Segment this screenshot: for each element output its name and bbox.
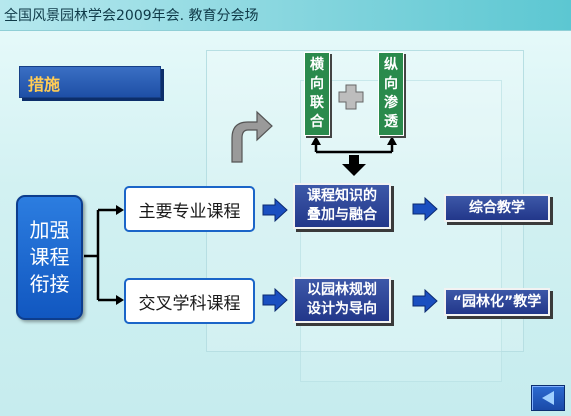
back-nav-button[interactable] [531,385,565,411]
main-bracket [84,208,122,302]
garden-teaching-label: “园林化”教学 [452,293,542,310]
knowledge-fusion-label: 课程知识的 叠加与融合 [307,188,377,223]
planning-oriented-box: 以园林规划 设计为导向 [293,277,391,323]
cross-course-box: 交叉学科课程 [124,278,255,324]
knowledge-fusion-box: 课程知识的 叠加与融合 [293,183,391,229]
section-tag: 措施 [19,66,161,98]
plus-icon [338,84,364,110]
integrated-teaching-label: 综合教学 [469,199,525,216]
title-bar: 全国风景园林学会2009年会. 教育分会场 [0,0,571,31]
vertical-penetration-box: 纵 向 渗 透 [378,52,404,136]
major-course-box: 主要专业课程 [124,186,255,232]
arrow-to-garden [412,288,438,314]
arrow-to-integrated [412,196,438,222]
back-triangle-icon [542,391,554,405]
main-measure-box: 加强 课程 衔接 [16,195,83,320]
cross-course-label: 交叉学科课程 [138,293,241,314]
planning-oriented-label: 以园林规划 设计为导向 [307,282,377,317]
up-arrow-left [311,136,321,145]
arrow-cross-to-planning [262,287,288,313]
horizontal-union-box: 横 向 联 合 [304,52,330,136]
horizontal-union-label: 横 向 联 合 [310,57,324,130]
slide-header-title: 全国风景园林学会2009年会. 教育分会场 [4,8,259,24]
integrated-teaching-box: 综合教学 [444,194,550,222]
top-bracket [314,141,394,154]
section-tag-label: 措施 [28,75,61,94]
curved-arrow-icon [231,110,273,163]
vertical-penetration-label: 纵 向 渗 透 [384,57,398,130]
up-arrow-right [387,136,397,145]
down-arrow-center [342,155,366,176]
arrow-head-cross [116,295,124,305]
garden-teaching-box: “园林化”教学 [444,288,550,316]
main-measure-label: 加强 课程 衔接 [29,218,70,296]
major-course-label: 主要专业课程 [138,201,241,222]
arrow-major-to-knowledge [262,197,288,223]
arrow-head-major [116,205,124,215]
